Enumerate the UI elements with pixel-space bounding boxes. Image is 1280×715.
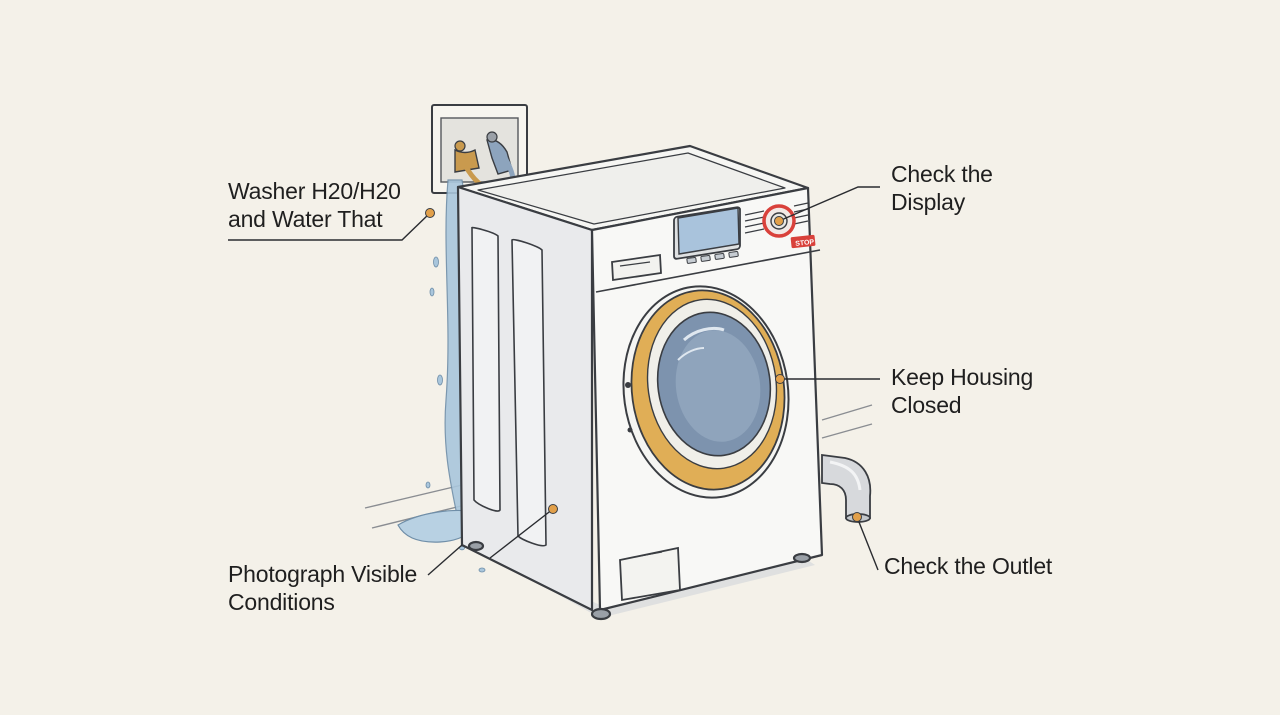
- callout-dot-housing: [775, 374, 785, 384]
- drain-outlet-pipe: [821, 453, 872, 523]
- callout-outlet: Check the Outlet: [884, 552, 1052, 580]
- leader-display: [778, 186, 880, 222]
- callout-display-line1: Check the: [891, 161, 993, 187]
- callout-dot-water-supply: [425, 208, 435, 218]
- callout-dot-photograph: [548, 504, 558, 514]
- callout-housing: Keep Housing Closed: [891, 363, 1033, 419]
- callout-housing-line1: Keep Housing: [891, 364, 1034, 390]
- leader-photograph-2: [489, 508, 554, 559]
- stop-label: STOP: [795, 239, 815, 248]
- control-buttons: [686, 250, 739, 264]
- control-panel: STOP: [611, 202, 816, 282]
- callout-photograph-line1: Photograph Visible: [228, 561, 418, 587]
- leader-photograph: [427, 544, 463, 576]
- callout-dot-display: [774, 216, 784, 226]
- callout-water-supply-line2: and Water That: [228, 206, 383, 232]
- stop-tag: STOP: [790, 234, 816, 249]
- callout-photograph-line2: Conditions: [228, 589, 335, 615]
- callout-leaders: [228, 186, 880, 576]
- callout-dots: [425, 208, 862, 522]
- callout-display: Check the Display: [891, 160, 993, 216]
- callout-water-supply-line1: Washer H20/H20: [228, 178, 401, 204]
- callout-dot-outlet: [852, 512, 862, 522]
- callout-water-supply: Washer H20/H20 and Water That: [228, 177, 401, 233]
- callout-photograph: Photograph Visible Conditions: [228, 560, 417, 616]
- callout-housing-line2: Closed: [891, 392, 962, 418]
- washing-machine: [456, 144, 824, 621]
- callout-outlet-line1: Check the Outlet: [884, 553, 1053, 579]
- leader-outlet: [856, 516, 879, 571]
- callout-display-line2: Display: [891, 189, 966, 215]
- leader-water-supply: [228, 212, 431, 241]
- floor-lines: [364, 404, 873, 529]
- door: [622, 285, 790, 499]
- panel-vents: [744, 202, 809, 234]
